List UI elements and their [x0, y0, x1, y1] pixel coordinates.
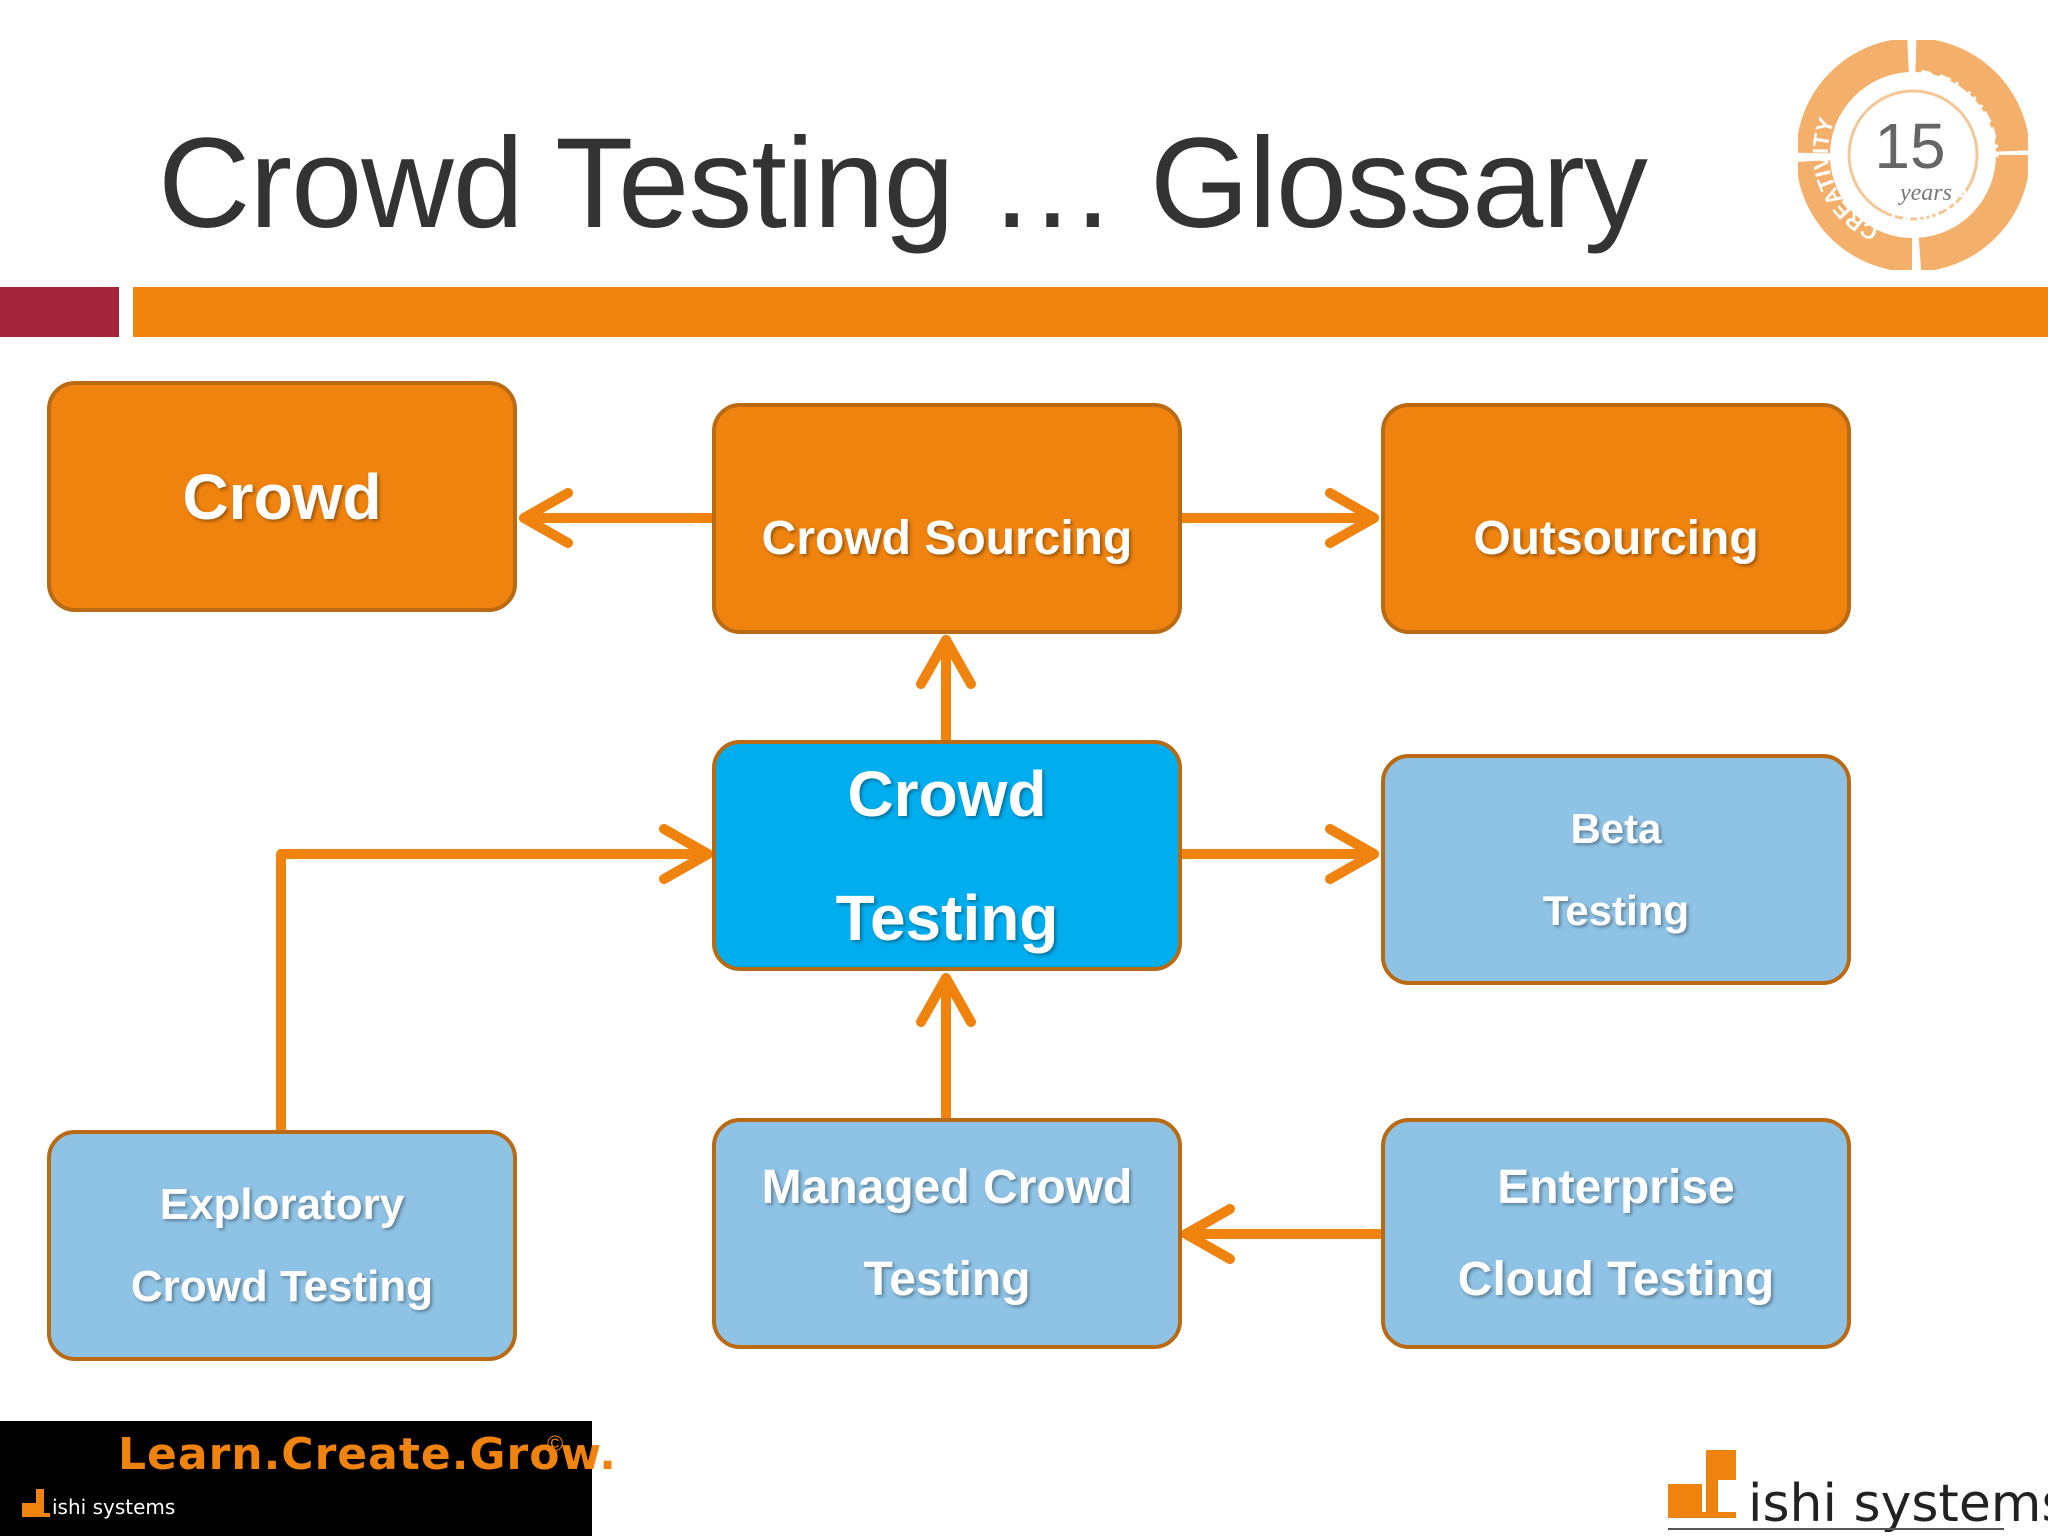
header-accent-red — [0, 287, 119, 337]
arrow-crowdtesting-to-beta — [1175, 824, 1379, 884]
footer-tagline-copyright: © — [547, 1431, 564, 1456]
arrow-crowdsourcing-to-outsourcing — [1175, 488, 1379, 548]
node-exploratory-line-2: Crowd Testing — [130, 1261, 434, 1311]
arrow-managed-to-crowdtesting — [916, 973, 976, 1123]
fifteen-years-badge: 15 years DELIVERY QUALITY CREATIVITY — [1798, 40, 2028, 270]
slide-title: Crowd Testing … Glossary — [158, 112, 1648, 255]
node-crowd-testing: Crowd Testing — [712, 740, 1182, 971]
node-outsourcing: Outsourcing — [1381, 403, 1851, 634]
ishi-logo-icon — [1668, 1450, 1736, 1518]
node-enterprise-line-1: Enterprise — [1497, 1160, 1735, 1214]
header-accent-orange — [133, 287, 2048, 337]
arrow-crowdsourcing-to-crowd — [519, 488, 717, 548]
footer-tagline-banner: Learn.Create.Grow. © ishi systems — [0, 1421, 616, 1536]
footer-brand-small: ishi systems — [52, 1495, 176, 1519]
badge-sub: years — [1898, 180, 1952, 206]
node-managed-line-2: Testing — [863, 1252, 1031, 1306]
node-crowd: Crowd — [47, 381, 517, 612]
node-enterprise-cloud-testing: Enterprise Cloud Testing — [1381, 1118, 1851, 1349]
node-crowd-testing-line-2: Testing — [835, 881, 1059, 954]
node-exploratory-crowd-testing: Exploratory Crowd Testing — [47, 1130, 517, 1361]
badge-number: 15 — [1874, 110, 1945, 182]
footer-tagline: Learn.Create.Grow. — [118, 1429, 618, 1480]
node-crowd-label: Crowd — [182, 460, 382, 533]
footer-brand-underline — [1668, 1528, 2004, 1530]
node-crowd-sourcing: Crowd Sourcing — [712, 403, 1182, 634]
node-beta-testing: Beta Testing — [1381, 754, 1851, 985]
arrow-crowdtesting-to-crowdsourcing — [916, 635, 976, 745]
node-crowd-sourcing-label: Crowd Sourcing — [761, 512, 1133, 565]
node-managed-crowd-testing: Managed Crowd Testing — [712, 1118, 1182, 1349]
node-managed-line-1: Managed Crowd — [761, 1160, 1133, 1214]
arrow-exploratory-to-crowdtesting — [276, 824, 713, 1135]
node-enterprise-line-2: Cloud Testing — [1457, 1252, 1775, 1306]
node-crowd-testing-line-1: Crowd — [847, 757, 1047, 830]
ishi-logo-icon-small — [22, 1489, 50, 1517]
node-outsourcing-label: Outsourcing — [1473, 512, 1759, 565]
node-beta-testing-line-2: Testing — [1542, 886, 1690, 934]
node-exploratory-line-1: Exploratory — [159, 1179, 405, 1229]
arrow-enterprise-to-managed — [1181, 1204, 1385, 1264]
node-beta-testing-line-1: Beta — [1570, 804, 1662, 852]
footer-brand: ishi systems — [1748, 1474, 2048, 1534]
